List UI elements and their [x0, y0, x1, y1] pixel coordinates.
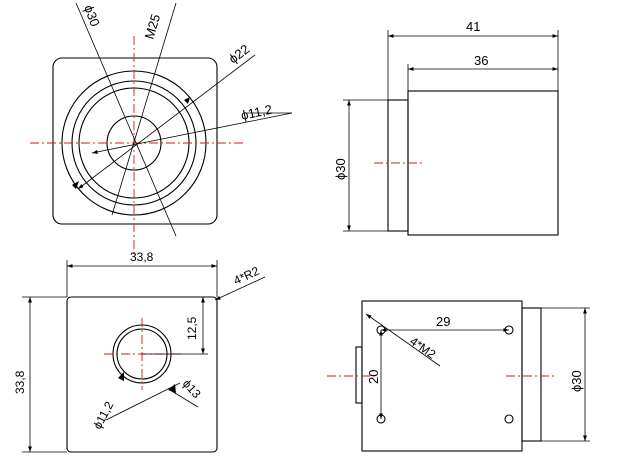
bottom-left-label-width: 33,8	[130, 250, 154, 264]
front-view-label-phi22: ϕ22	[226, 41, 252, 66]
side-view-label-41: 41	[466, 19, 480, 34]
bottom-right-hole-bottom-right	[504, 414, 514, 424]
bottom-left-label-12-5: 12,5	[185, 316, 199, 340]
bottom-left-leader-phi	[105, 382, 181, 421]
bottom-left-label-4r2: 4*R2	[231, 264, 261, 288]
side-view-body	[407, 90, 559, 236]
side-view-flange	[387, 99, 409, 232]
bottom-right-connector	[355, 346, 363, 404]
bottom-left-leader-phi13	[169, 389, 199, 408]
front-view-label-phi11-2: ϕ11,2	[240, 102, 274, 123]
bottom-left-leader-4r2	[214, 276, 266, 301]
front-view: ϕ30 M25 ϕ22 ϕ11,2	[30, 2, 293, 254]
bottom-left-label-height: 33,8	[13, 370, 27, 394]
bottom-right-label-29: 29	[436, 314, 450, 329]
side-view-label-36: 36	[474, 53, 488, 68]
bottom-right-leader-4m2	[365, 313, 441, 367]
bottom-left-label-phi11-2: ϕ11,2	[90, 399, 116, 432]
front-view-body	[52, 57, 218, 225]
bottom-right-label-phi30: ϕ30	[569, 370, 584, 392]
bottom-right-label-4m2: 4*M2	[407, 334, 438, 362]
front-view-phi22-leader	[77, 54, 256, 190]
front-view-phi30-leader	[75, 2, 177, 237]
bottom-right-label-20: 20	[366, 370, 381, 384]
side-view-label-phi30: ϕ30	[333, 158, 348, 180]
bottom-left-label-phi13: ϕ13	[180, 377, 204, 402]
bottom-left-view: 33,8 33,8 4*R2 12,5 ϕ11,2 ϕ13	[13, 250, 266, 453]
bottom-right-flange	[521, 307, 542, 442]
front-view-m25-leader	[111, 2, 177, 216]
front-view-label-phi30: ϕ30	[81, 3, 103, 29]
front-view-label-m25: M25	[142, 12, 164, 41]
bottom-right-view: 29 20 4*M2 ϕ30	[327, 300, 590, 452]
bottom-left-body	[66, 296, 218, 453]
side-view: 41 36 ϕ30	[333, 19, 559, 236]
front-view-phi11-leader	[91, 112, 293, 154]
